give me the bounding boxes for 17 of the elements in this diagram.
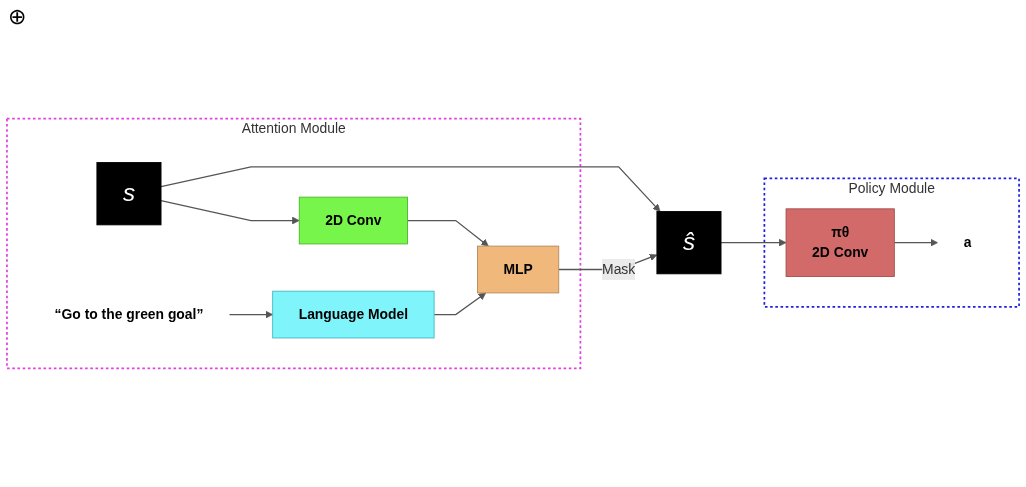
node-text: a — [963, 234, 972, 250]
node-box: s — [96, 162, 162, 226]
arrow — [160, 166, 661, 212]
arrow — [228, 310, 273, 319]
node-box: ŝ — [656, 211, 722, 275]
arrow — [893, 238, 938, 247]
arrow — [160, 200, 300, 225]
node-text: “Go to the green goal” — [54, 306, 204, 322]
arrow — [720, 238, 787, 247]
node-box: 2D Conv — [298, 196, 408, 245]
edge-label: Mask — [602, 261, 636, 277]
arrow — [433, 292, 487, 316]
plus-symbol: ⊕ — [8, 4, 26, 29]
arrow — [406, 219, 489, 247]
node-box: πθ 2D Conv — [785, 208, 895, 277]
node-box: MLP — [477, 245, 560, 294]
node-box: Language Model — [272, 290, 435, 339]
